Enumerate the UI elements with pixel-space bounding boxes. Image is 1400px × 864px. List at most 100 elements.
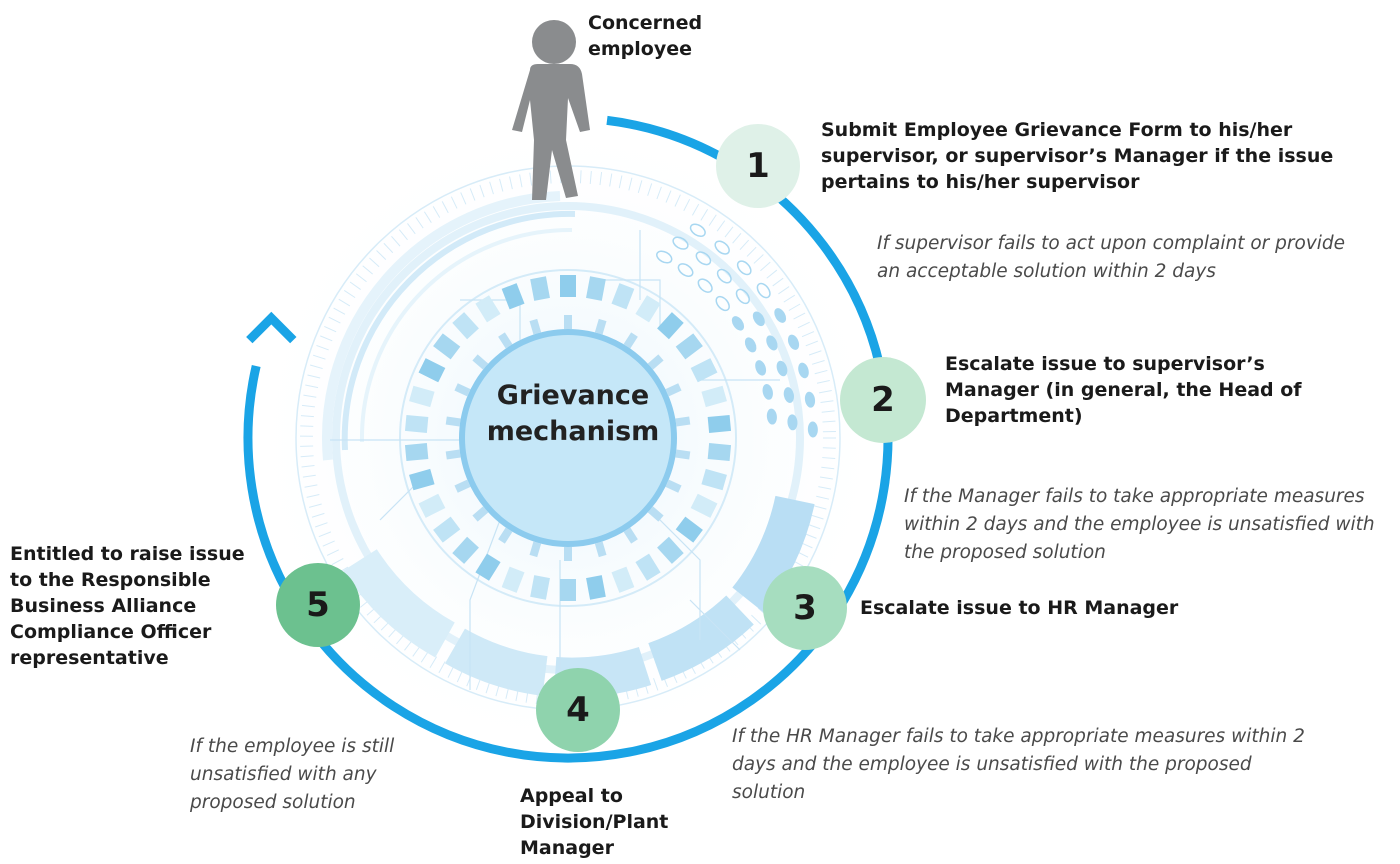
tile: [560, 579, 576, 601]
tick-mark: [821, 410, 835, 413]
dot: [755, 360, 767, 376]
tick-mark: [804, 533, 817, 539]
step-2-badge: 2: [840, 357, 926, 443]
tick-mark: [674, 194, 681, 207]
tick-mark: [816, 495, 830, 500]
tick-mark: [708, 214, 717, 226]
center-title: Grievance mechanism: [460, 378, 686, 450]
tick-mark: [811, 360, 825, 365]
tick-mark: [808, 350, 822, 356]
tile: [701, 468, 727, 491]
dot: [776, 360, 788, 377]
inner-tile: [498, 332, 513, 349]
tick-mark: [628, 177, 633, 191]
tick-mark: [647, 183, 653, 196]
dot: [766, 335, 778, 351]
tick-mark: [716, 220, 726, 232]
step-3-badge: 3: [763, 566, 847, 650]
tick-mark: [331, 558, 344, 566]
tick-mark: [807, 523, 821, 530]
tick-mark: [739, 239, 750, 251]
tick-mark: [746, 246, 757, 257]
tick-mark: [816, 379, 830, 384]
dot: [774, 308, 787, 323]
tick-mark: [306, 494, 320, 498]
tick-mark: [637, 180, 643, 194]
step-1-number: 1: [746, 146, 770, 186]
tick-mark: [391, 236, 401, 247]
tick-mark: [810, 514, 824, 520]
center-title-line-2: mechanism: [486, 416, 660, 447]
dot: [716, 268, 732, 284]
dot: [798, 362, 809, 379]
tick-mark: [423, 211, 432, 223]
tile: [452, 312, 479, 340]
inner-tile: [594, 541, 607, 558]
tick-mark: [320, 335, 333, 342]
inner-tile: [529, 318, 542, 335]
tile: [707, 443, 732, 462]
inner-tile: [675, 449, 691, 460]
tile: [560, 275, 576, 297]
tick-mark: [691, 203, 700, 216]
tile: [530, 575, 550, 600]
tick-mark: [489, 181, 494, 195]
step-5-badge: 5: [276, 563, 360, 647]
tick-mark: [772, 277, 784, 287]
upper-left-arcs: [322, 191, 576, 461]
tick-mark: [376, 250, 387, 260]
tick-mark: [766, 269, 778, 279]
tile: [657, 312, 684, 340]
dot: [677, 263, 694, 277]
tick-mark: [318, 531, 332, 538]
tick-mark: [820, 400, 834, 404]
dot: [787, 414, 798, 431]
tick-mark: [589, 170, 592, 185]
tick-mark: [529, 172, 533, 186]
tick-mark: [822, 457, 836, 460]
step-5-number: 5: [306, 585, 330, 625]
dot: [672, 236, 689, 250]
inner-tile: [445, 449, 461, 460]
tick-mark: [778, 286, 790, 295]
tick-mark: [821, 466, 835, 470]
dot: [744, 337, 757, 353]
tick-mark: [783, 294, 796, 303]
dot: [731, 316, 745, 331]
tile: [657, 536, 684, 564]
tick-mark: [618, 175, 623, 189]
tile: [501, 566, 525, 593]
tick-mark: [797, 321, 810, 329]
tile: [433, 333, 461, 360]
inner-tile: [665, 479, 682, 493]
inner-tile: [623, 332, 638, 349]
dot: [695, 251, 712, 266]
tile: [530, 276, 550, 301]
tick-mark: [309, 503, 322, 508]
lower-arc-segments: [343, 495, 815, 698]
condition-2-text: If the Manager fails to take appropriate…: [904, 486, 1375, 563]
tile: [611, 566, 635, 593]
tick-mark: [665, 190, 672, 203]
tick-mark: [579, 170, 582, 184]
tile: [586, 276, 606, 301]
inner-tile: [564, 547, 572, 561]
dot: [783, 387, 795, 403]
step-4-badge: 4: [536, 668, 620, 752]
tick-mark: [309, 364, 323, 370]
tick-mark: [656, 186, 662, 200]
inner-tile: [665, 383, 682, 397]
tick-mark: [469, 188, 476, 201]
inner-tile: [454, 383, 471, 397]
tile: [690, 493, 718, 518]
dot: [736, 260, 752, 276]
tick-mark: [407, 223, 416, 235]
tick-mark: [460, 192, 467, 205]
tick-mark: [322, 540, 335, 547]
tick-mark: [479, 184, 485, 198]
inner-tile: [647, 354, 664, 370]
inner-tile: [454, 479, 471, 493]
tile: [611, 283, 635, 310]
tile: [675, 333, 703, 360]
